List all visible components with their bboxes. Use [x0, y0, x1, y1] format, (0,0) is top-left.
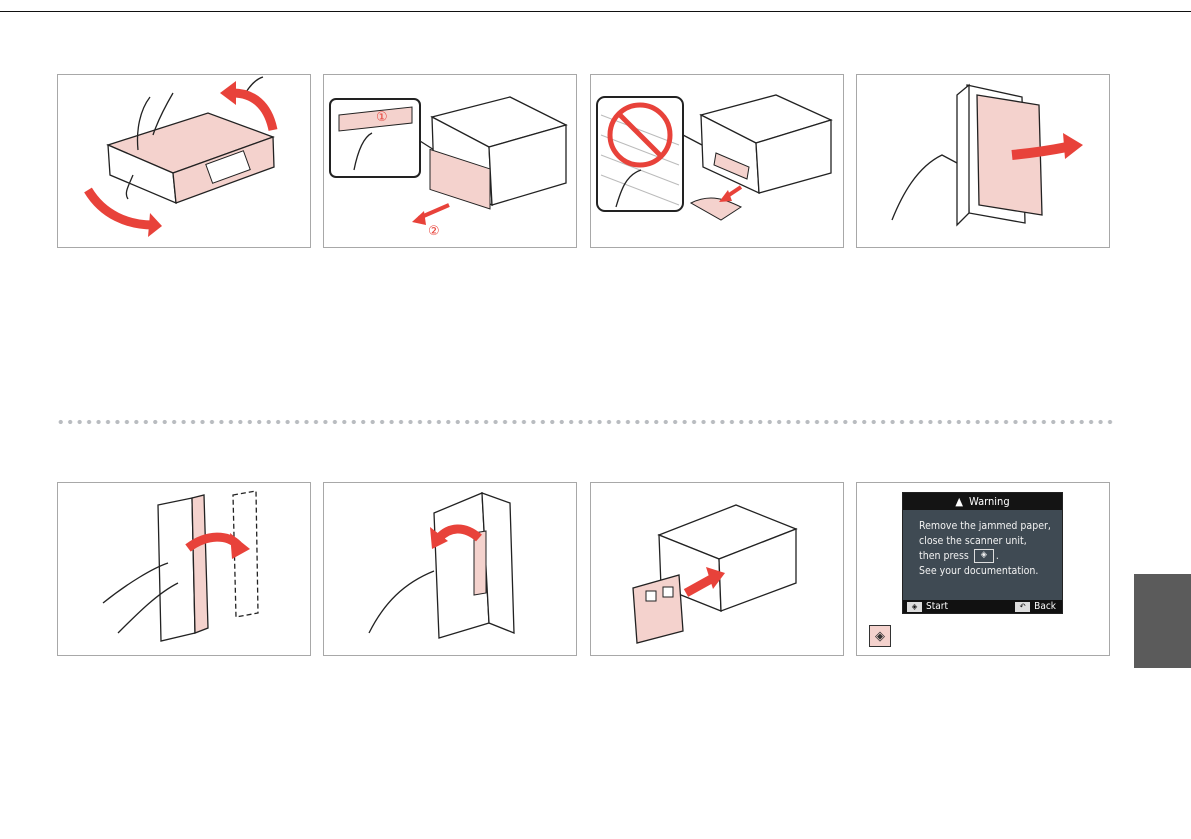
lcd-line-3: then press ◈.	[919, 549, 999, 563]
lcd-back-softkey: ↶ Back	[1015, 601, 1056, 612]
illustration-reinsert-rear-unit	[590, 482, 844, 656]
lcd-message: Remove the jammed paper, close the scann…	[903, 510, 1062, 579]
start-diamond-icon: ◈	[907, 601, 922, 612]
illustration-open-inner-cover	[323, 482, 577, 656]
illustration-do-not-touch-rollers	[590, 74, 844, 248]
lcd-warning-panel: ▲ Warning Remove the jammed paper, close…	[856, 482, 1110, 656]
lcd-footer: ◈ Start ↶ Back	[903, 600, 1062, 613]
lcd-line-1: Remove the jammed paper,	[919, 520, 1051, 532]
lcd-start-softkey: ◈ Start	[907, 601, 948, 612]
top-rule	[0, 11, 1191, 12]
callout-step-1: ①	[376, 110, 388, 125]
lcd-line-4: See your documentation.	[919, 565, 1039, 577]
start-diamond-icon: ◈	[973, 549, 994, 563]
lcd-title-bar: ▲ Warning	[903, 493, 1062, 510]
section-divider	[56, 419, 1114, 425]
lcd-screen: ▲ Warning Remove the jammed paper, close…	[902, 492, 1063, 614]
callout-step-2: ②	[428, 224, 440, 239]
start-button-icon: ◈	[869, 625, 891, 647]
back-arrow-icon: ↶	[1015, 601, 1031, 612]
lcd-line-2: close the scanner unit,	[919, 535, 1027, 547]
illustration-open-cover	[57, 482, 311, 656]
illustration-pull-out-paper	[856, 74, 1110, 248]
lcd-title: Warning	[969, 495, 1010, 508]
chapter-side-tab	[1134, 574, 1191, 668]
warning-triangle-icon: ▲	[955, 495, 963, 508]
illustration-tilt-printer	[57, 74, 311, 248]
illustration-remove-rear-unit: ① ②	[323, 74, 577, 248]
